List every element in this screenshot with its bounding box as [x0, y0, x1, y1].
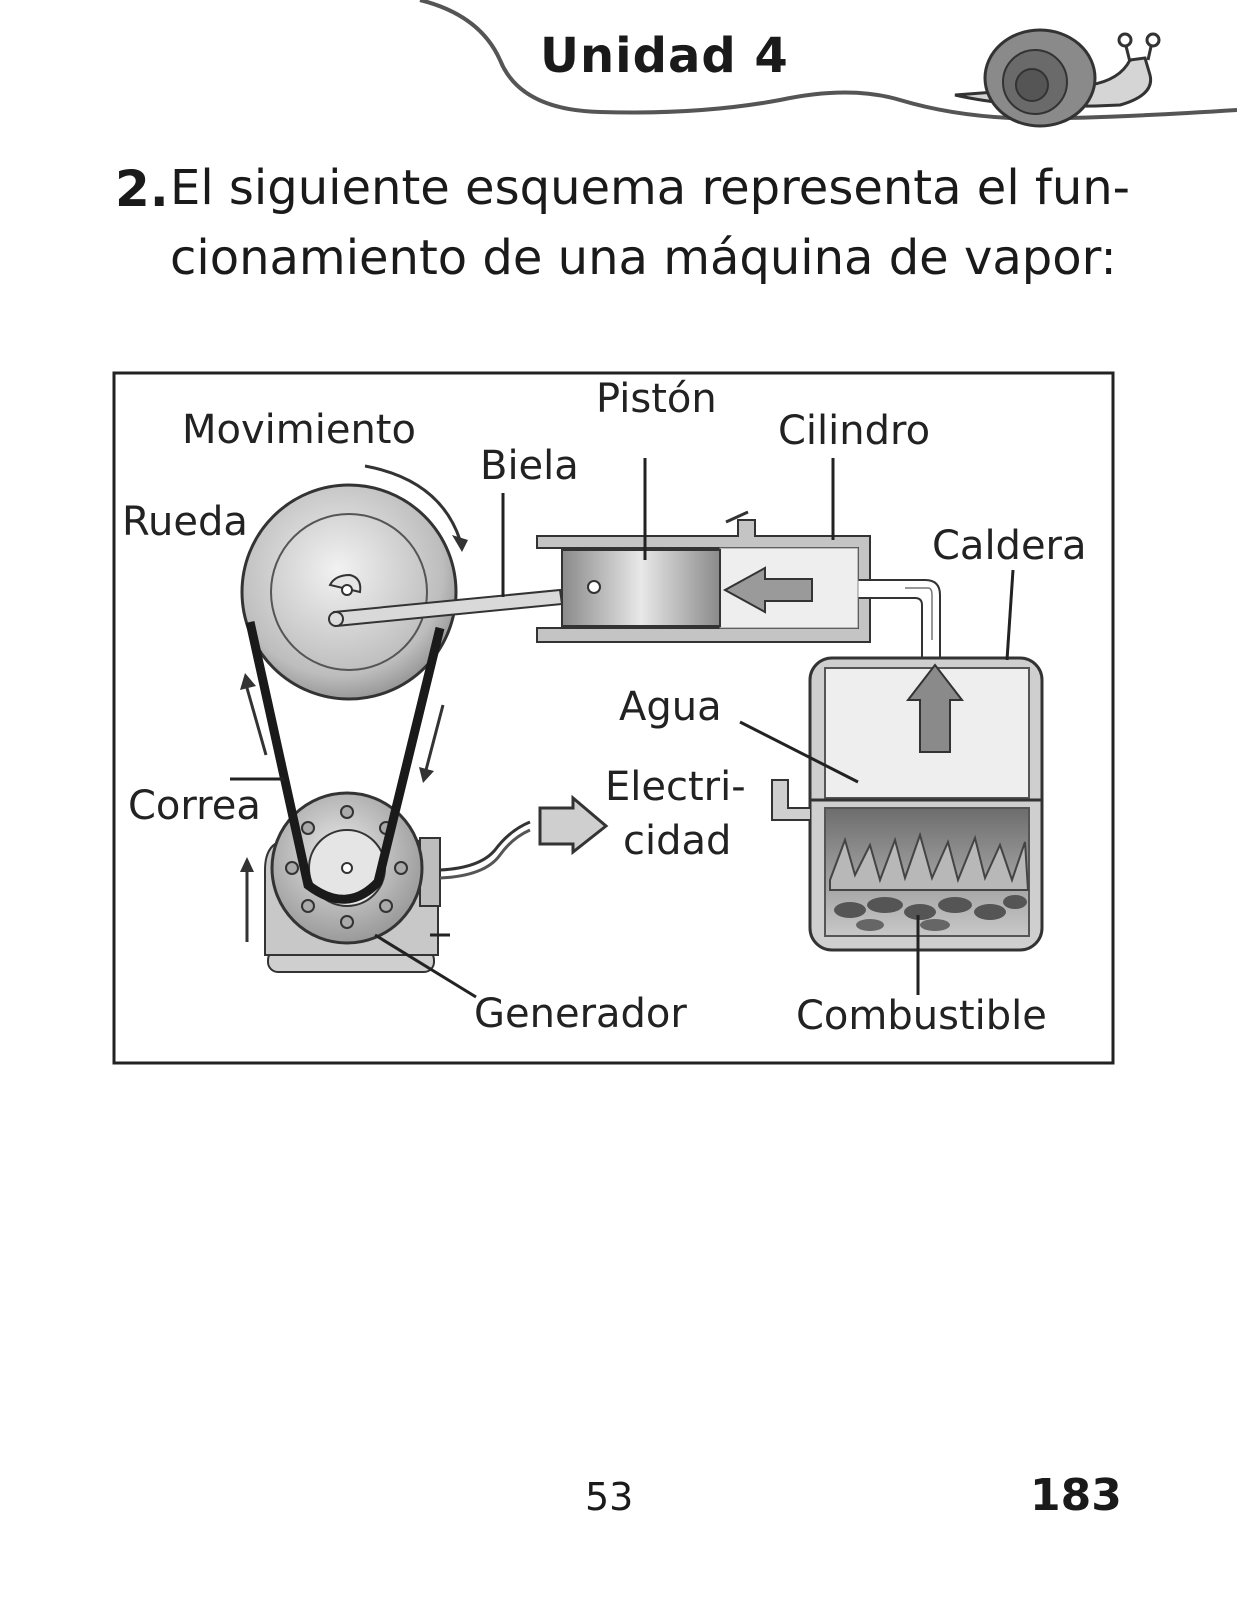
boiler-illustration	[771, 656, 1044, 952]
question-text-line2: cionamiento de una máquina de vapor:	[170, 230, 1117, 286]
electric-wires	[439, 820, 531, 880]
label-electricidad-line2: cidad	[623, 818, 732, 864]
snail-icon	[954, 28, 1161, 128]
page-number-right: 183	[1030, 1470, 1122, 1521]
label-piston: Pistón	[596, 376, 717, 422]
page-number-center: 53	[585, 1475, 634, 1519]
unit-title: Unidad 4	[540, 28, 789, 84]
label-generador: Generador	[474, 991, 687, 1037]
belt-direction-arrows	[240, 673, 445, 942]
rotation-arrow	[364, 464, 462, 541]
label-movimiento: Movimiento	[182, 407, 416, 453]
label-rueda: Rueda	[122, 499, 248, 545]
cylinder-illustration	[536, 510, 871, 643]
piston-illustration	[561, 549, 721, 627]
label-correa: Correa	[128, 783, 261, 829]
belt-illustration	[245, 621, 445, 904]
label-caldera: Caldera	[932, 523, 1087, 569]
wheel-illustration	[240, 483, 458, 701]
label-cilindro: Cilindro	[778, 408, 931, 454]
question-text-line1: El siguiente esquema representa el fun-	[170, 160, 1130, 216]
diagram-frame	[112, 371, 1115, 1065]
label-combustible: Combustible	[796, 993, 1047, 1039]
electricity-arrow	[538, 794, 609, 856]
label-agua: Agua	[619, 684, 722, 730]
steam-pipe	[870, 579, 941, 660]
leader-lines	[230, 458, 1015, 999]
label-biela: Biela	[480, 443, 579, 489]
rotation-arrowhead	[452, 535, 468, 552]
label-electricidad-line1: Electri-	[605, 764, 746, 810]
question-number: 2.	[115, 160, 169, 218]
